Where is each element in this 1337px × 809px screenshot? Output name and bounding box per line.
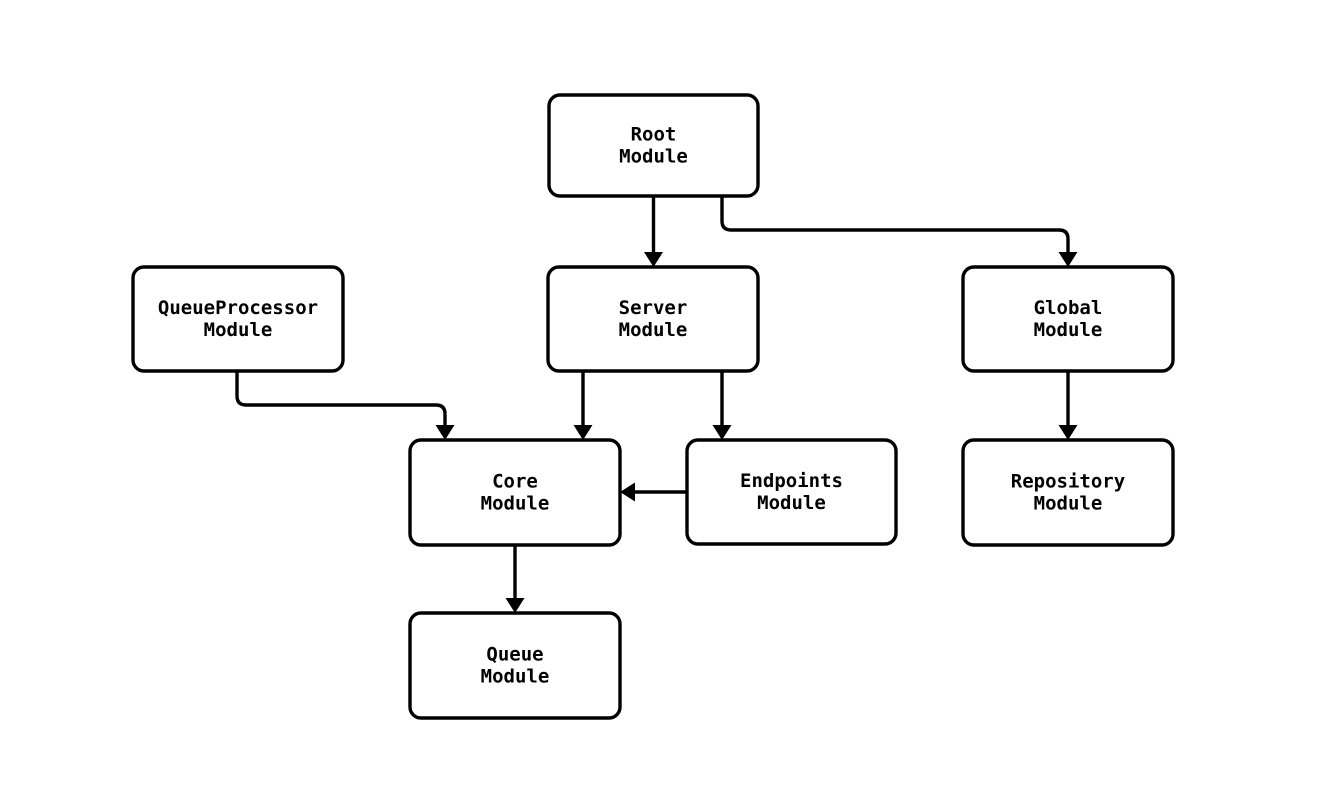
node-box[interactable] (685, 438, 898, 546)
node-label-line1: QueueProcessor (158, 297, 318, 319)
arrowhead-icon (1058, 425, 1078, 440)
arrowhead-icon (1058, 252, 1078, 267)
edge-core-to-queue (505, 545, 525, 613)
node-box[interactable] (547, 93, 760, 198)
node-label-line2: Module (481, 665, 550, 687)
node-label-line1: Root (631, 123, 677, 145)
node-label-line1: Repository (1011, 470, 1125, 492)
node-box[interactable] (408, 438, 622, 547)
edge-global-to-repository (1058, 371, 1078, 440)
arrowhead-icon (435, 425, 455, 440)
node-box[interactable] (961, 438, 1175, 547)
node-label-line2: Module (1034, 319, 1103, 341)
node-label-line1: Queue (486, 643, 543, 665)
edge-server-to-core (573, 371, 593, 440)
edge-queueprocessor-to-core (235, 371, 455, 440)
node-box[interactable] (961, 265, 1175, 373)
node-label-line2: Module (757, 492, 826, 514)
edge-endpoints-to-core (620, 482, 687, 502)
arrowhead-icon (712, 425, 732, 440)
edge-server-to-endpoints (712, 371, 732, 440)
node-label-line2: Module (619, 145, 688, 167)
node-label-line2: Module (619, 319, 688, 341)
arrowhead-icon (505, 598, 525, 613)
node-box[interactable] (546, 265, 760, 373)
node-label-line1: Endpoints (740, 470, 843, 492)
node-box[interactable] (131, 265, 345, 373)
node-label-line2: Module (481, 492, 550, 514)
node-label-line2: Module (1034, 492, 1103, 514)
arrowhead-icon (620, 482, 635, 502)
node-label-line1: Server (619, 297, 688, 319)
node-label-line1: Core (492, 470, 538, 492)
edge-line (720, 196, 1070, 252)
node-label-line2: Module (204, 319, 273, 341)
edges-layer (235, 196, 1078, 613)
edge-root-to-global (720, 196, 1078, 267)
edge-root-to-server (644, 196, 663, 267)
node-box[interactable] (408, 611, 622, 720)
arrowhead-icon (573, 425, 593, 440)
arrowhead-icon (644, 252, 663, 267)
edge-line (235, 371, 447, 425)
node-label-line1: Global (1034, 297, 1103, 319)
